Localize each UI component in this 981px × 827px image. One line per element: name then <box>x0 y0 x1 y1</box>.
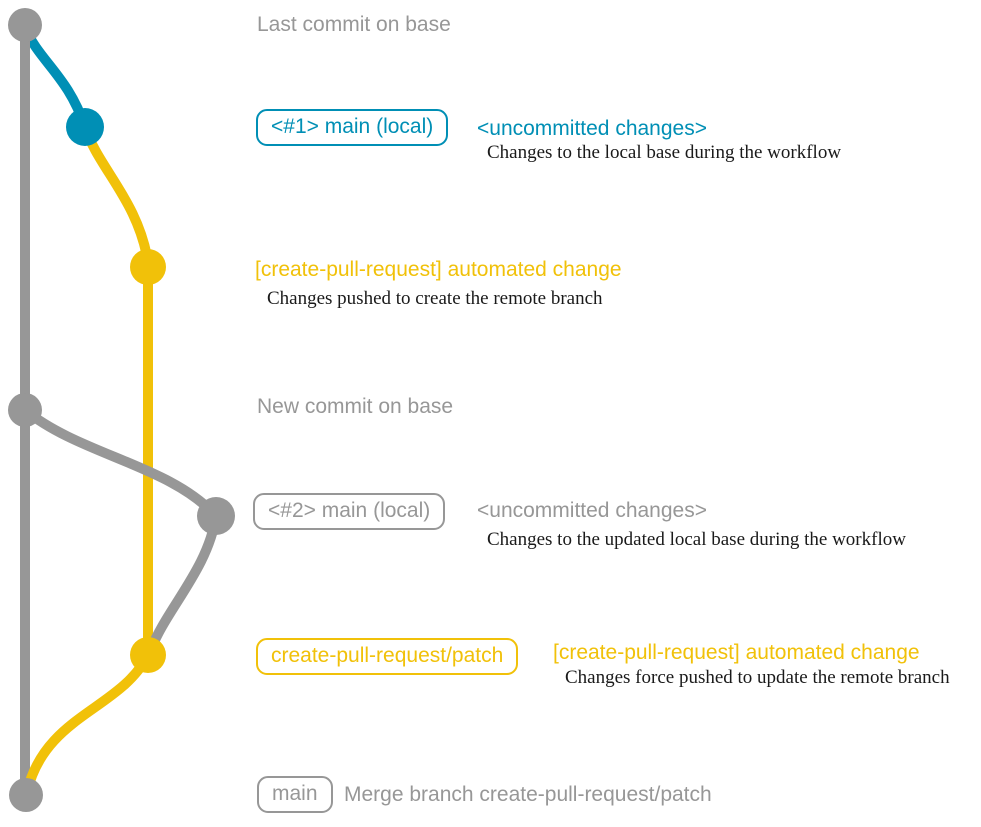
commit-dot-local-main-1 <box>66 108 104 146</box>
annotation-note-updated-local-base-changes: Changes to the updated local base during… <box>487 529 906 550</box>
annotation-note-pushed-to-create-branch: Changes pushed to create the remote bran… <box>267 288 603 309</box>
commit-message-automated-change-2: [create-pull-request] automated change <box>553 641 920 664</box>
commit-dot-local-main-2 <box>197 497 235 535</box>
annotation-note-local-base-changes: Changes to the local base during the wor… <box>487 142 842 163</box>
commit-message-new-commit-on-base: New commit on base <box>257 395 454 418</box>
commit-dot-automated-change-2 <box>130 637 166 673</box>
commit-dot-last-commit-on-base <box>8 8 42 42</box>
branch-tag-create-pull-request-patch: create-pull-request/patch <box>256 638 519 675</box>
commit-message-automated-change-1: [create-pull-request] automated change <box>255 258 622 281</box>
branch-tag-main: main <box>257 776 333 813</box>
commit-message-merge-branch: Merge branch create-pull-request/patch <box>344 783 712 806</box>
commit-dot-new-commit-on-base <box>8 393 42 427</box>
commit-message-last-commit-on-base: Last commit on base <box>257 13 451 36</box>
edge-base-to-local2-rebase <box>21 406 222 654</box>
edge-branch-merge-to-base <box>22 652 153 794</box>
branch-tag-main-local-1: <#1> main (local) <box>256 109 449 146</box>
annotation-note-force-pushed-update: Changes force pushed to update the remot… <box>565 667 950 688</box>
branch-tag-main-local-2: <#2> main (local) <box>253 493 446 530</box>
commit-message-uncommitted-changes-1: <uncommitted changes> <box>477 117 707 140</box>
commit-dot-merge-commit <box>9 778 43 812</box>
commit-dot-automated-change-1 <box>130 249 166 285</box>
edge-local1-to-branch <box>80 125 153 655</box>
commit-message-uncommitted-changes-2: <uncommitted changes> <box>477 499 707 522</box>
